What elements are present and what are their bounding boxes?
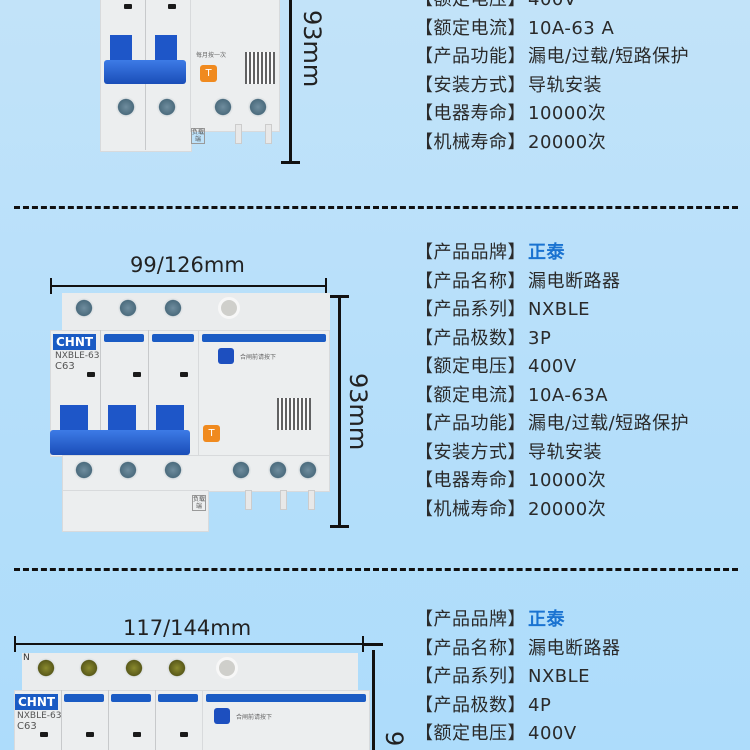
- spec-row-brand: 【产品品牌】正泰: [415, 242, 565, 263]
- indicator-window: [218, 297, 240, 319]
- neutral-mark: N: [23, 653, 30, 663]
- terminal-screw: [118, 298, 138, 318]
- load-side-tag: 负载端: [192, 495, 206, 511]
- height-dimension-line: [281, 0, 300, 164]
- height-dimension-line: [364, 643, 383, 750]
- section-4p: 117/144mm N CHNT NXBLE-63 C63 合闸前请按下 9 【…: [0, 578, 750, 750]
- height-dimension-line: [330, 295, 349, 528]
- load-side-tag: 负载端: [191, 128, 205, 144]
- spec-row-voltage: 【额定电压】400V: [415, 723, 577, 744]
- spec-list: 【额定电压】400V 【额定电流】10A-63 A 【产品功能】漏电/过载/短路…: [415, 0, 689, 157]
- height-dimension-label: 93mm: [298, 10, 326, 88]
- indicator: [40, 732, 48, 737]
- spec-row-mechanical-life: 【机械寿命】20000次: [415, 131, 607, 153]
- spec-row-electrical-life: 【电器寿命】10000次: [415, 103, 607, 124]
- terminal-screw: [298, 460, 318, 480]
- height-dimension-label: 9: [380, 731, 408, 747]
- indicator: [133, 372, 141, 377]
- width-dimension-line: [50, 278, 327, 294]
- spec-row-poles: 【产品极数】4P: [415, 694, 552, 716]
- terminal-screw: [213, 97, 233, 117]
- spec-row-voltage: 【额定电压】400V: [415, 0, 689, 15]
- terminal-screw: [74, 460, 94, 480]
- indicator-window: [216, 657, 238, 679]
- terminal-screw: [163, 298, 183, 318]
- press-label: 合闸前请按下: [240, 354, 277, 361]
- breaker-3p-image: CHNT NXBLE-63 C63 合闸前请按下 T 负载端: [50, 290, 330, 532]
- qr-code: [277, 398, 311, 430]
- indicator: [180, 732, 188, 737]
- reset-button: [218, 348, 234, 364]
- spec-row-name: 【产品名称】漏电断路器: [415, 637, 621, 659]
- toggle-handle: [155, 35, 177, 65]
- indicator: [168, 4, 176, 9]
- spec-row-install: 【安装方式】导轨安装: [415, 74, 602, 96]
- spec-list: 【产品品牌】正泰 【产品名称】漏电断路器 【产品系列】NXBLE 【产品极数】4…: [415, 606, 621, 749]
- breaker-2p-image: 每月按一次 T 负载端: [100, 0, 280, 165]
- terminal-screw: [124, 658, 144, 678]
- rating-label: C63: [17, 721, 37, 732]
- indicator: [87, 372, 95, 377]
- reset-button: [214, 708, 230, 724]
- section-3p: 99/126mm CHNT NXBLE-63 C63 合闸前请按下 T: [0, 215, 750, 555]
- height-dimension-label: 93mm: [344, 373, 372, 451]
- terminal-screw: [118, 460, 138, 480]
- rating-label: C63: [55, 361, 75, 372]
- terminal-screw: [248, 97, 268, 117]
- width-dimension-label: 99/126mm: [130, 253, 245, 277]
- qr-code: [245, 52, 275, 84]
- brand-logo: CHNT: [53, 334, 97, 350]
- spec-row-current: 【额定电流】10A-63A: [415, 384, 609, 406]
- spec-row-electrical-life: 【电器寿命】10000次: [415, 470, 607, 491]
- spec-row-function: 【产品功能】漏电/过载/短路保护: [415, 46, 690, 67]
- terminal-screw: [79, 658, 99, 678]
- indicator: [86, 732, 94, 737]
- breaker-4p-image: N CHNT NXBLE-63 C63 合闸前请按下: [14, 650, 374, 750]
- brand-logo: CHNT: [15, 694, 59, 710]
- width-dimension-label: 117/144mm: [123, 616, 252, 640]
- spec-row-series: 【产品系列】NXBLE: [415, 666, 591, 687]
- test-label: 每月按一次: [196, 52, 227, 59]
- toggle-bar: [50, 430, 190, 455]
- spec-row-function: 【产品功能】漏电/过载/短路保护: [415, 413, 690, 434]
- model-label: NXBLE-63: [17, 711, 62, 721]
- section-divider: [14, 568, 738, 571]
- spec-row-brand: 【产品品牌】正泰: [415, 609, 565, 630]
- terminal-screw: [167, 658, 187, 678]
- terminal-screw: [163, 460, 183, 480]
- terminal-screw: [116, 97, 136, 117]
- spec-list: 【产品品牌】正泰 【产品名称】漏电断路器 【产品系列】NXBLE 【产品极数】3…: [415, 239, 689, 524]
- test-button: T: [200, 65, 217, 82]
- terminal-screw: [268, 460, 288, 480]
- terminal-screw: [157, 97, 177, 117]
- section-2p: 每月按一次 T 负载端 93mm 【额定电压】400V 【额定电流】10A-63…: [0, 0, 750, 195]
- spec-row-poles: 【产品极数】3P: [415, 327, 552, 349]
- spec-row-install: 【安装方式】导轨安装: [415, 441, 602, 463]
- indicator: [180, 372, 188, 377]
- test-button: T: [203, 425, 220, 442]
- terminal-screw: [74, 298, 94, 318]
- width-dimension-line: [14, 636, 364, 652]
- toggle-handle: [110, 35, 132, 65]
- press-label: 合闸前请按下: [236, 714, 273, 721]
- spec-row-current: 【额定电流】10A-63 A: [415, 17, 615, 39]
- spec-row-voltage: 【额定电压】400V: [415, 356, 577, 377]
- terminal-screw: [36, 658, 56, 678]
- indicator: [124, 4, 132, 9]
- spec-row-series: 【产品系列】NXBLE: [415, 299, 591, 320]
- spec-row-mechanical-life: 【机械寿命】20000次: [415, 498, 607, 520]
- toggle-bar: [104, 60, 186, 84]
- terminal-screw: [231, 460, 251, 480]
- indicator: [133, 732, 141, 737]
- section-divider: [14, 206, 738, 209]
- spec-row-name: 【产品名称】漏电断路器: [415, 270, 621, 292]
- model-label: NXBLE-63: [55, 351, 100, 361]
